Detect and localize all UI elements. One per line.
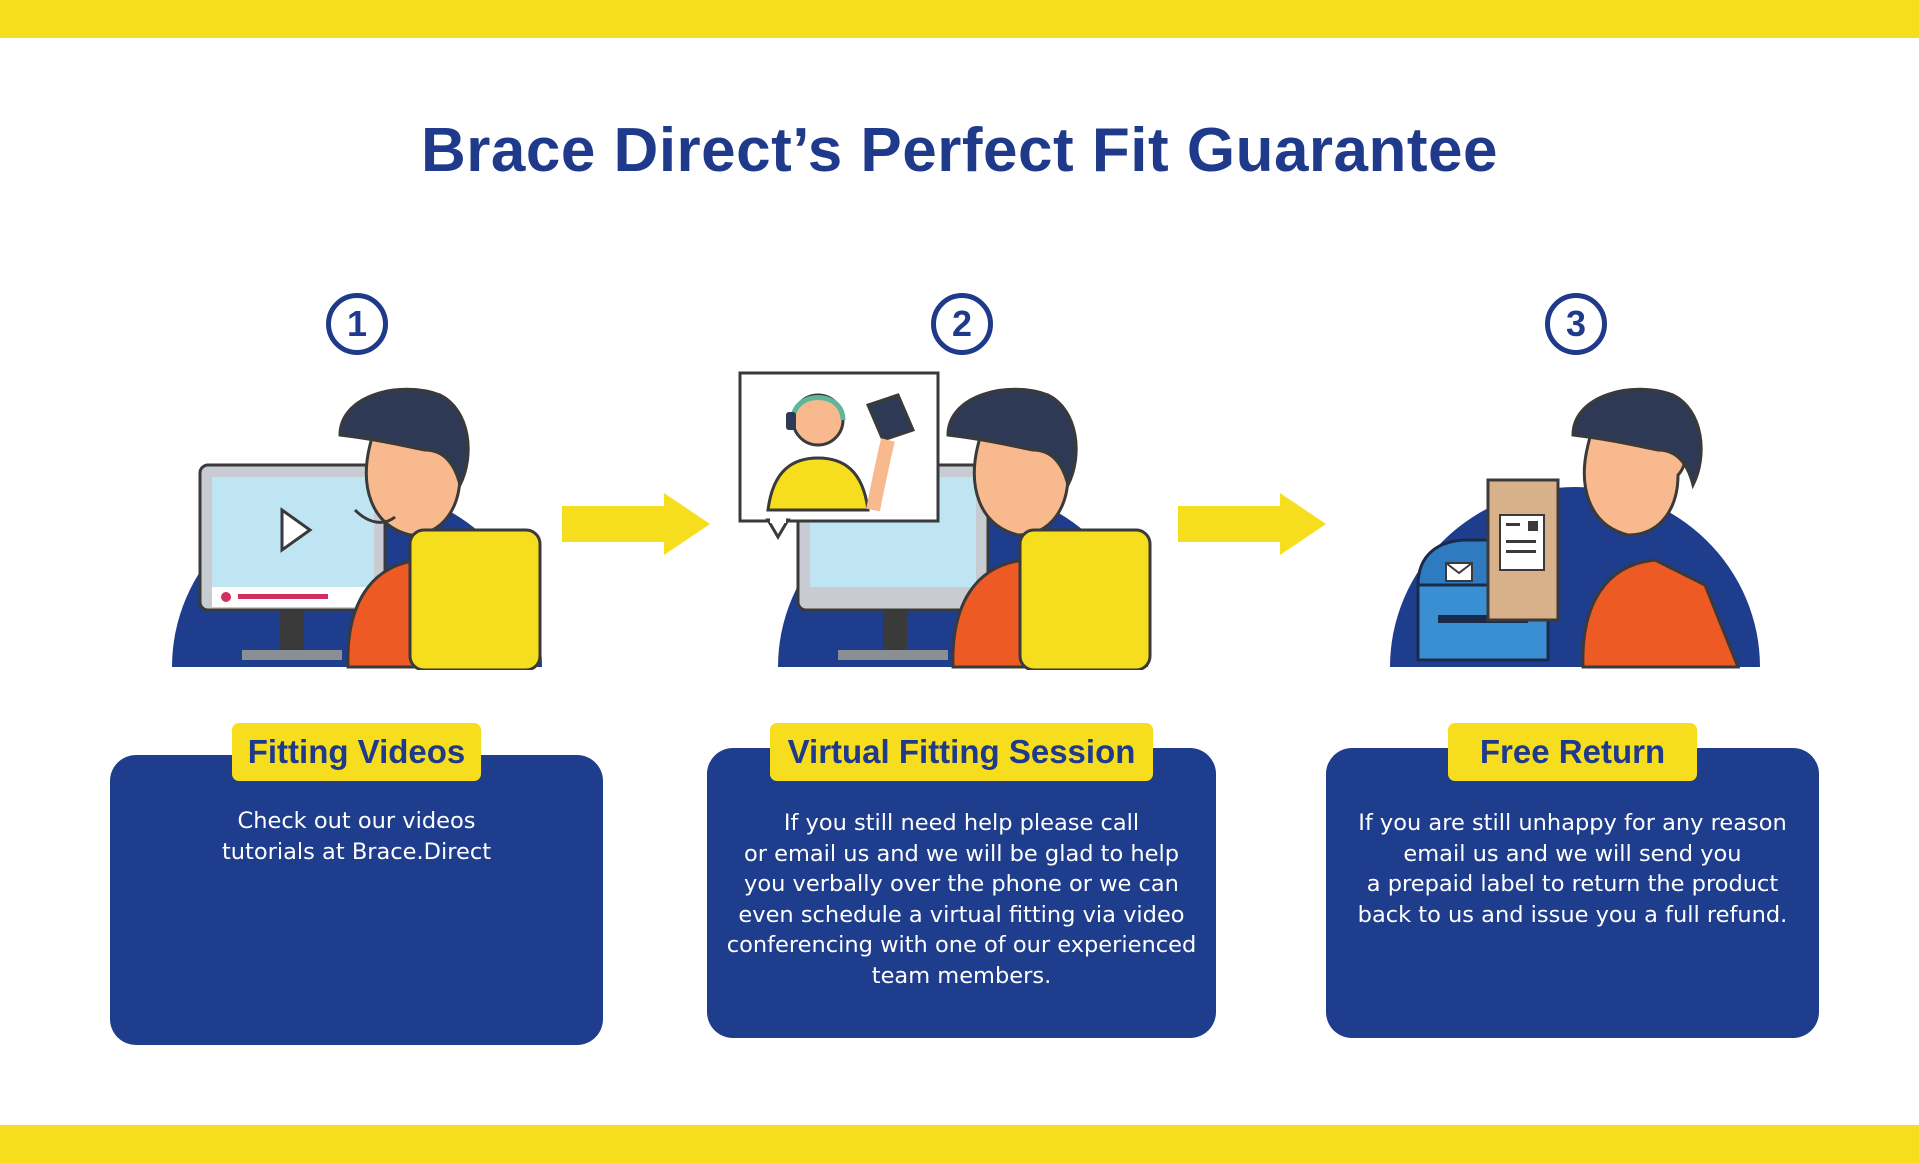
person-watching-video-illustration	[172, 387, 542, 670]
arrow-right-icon	[562, 493, 710, 555]
step-1-label: Fitting Videos	[232, 723, 481, 781]
step-2-number-badge: 2	[931, 293, 993, 355]
step-3-number-badge: 3	[1545, 293, 1607, 355]
step-2-card: If you still need help please call or em…	[707, 748, 1216, 1038]
page-title: Brace Direct’s Perfect Fit Guarantee	[420, 116, 1499, 185]
video-call-fitting-illustration	[738, 371, 1152, 670]
step-3-description: If you are still unhappy for any reason …	[1357, 810, 1788, 928]
step-1-number-badge: 1	[326, 293, 388, 355]
step-2-label: Virtual Fitting Session	[770, 723, 1153, 781]
return-package-mailbox-illustration	[1390, 387, 1760, 669]
arrow-right-icon	[1178, 493, 1326, 555]
step-1-card: Check out our videos tutorials at Brace.…	[110, 755, 603, 1045]
step-3-label: Free Return	[1448, 723, 1697, 781]
top-accent-bar	[0, 0, 1919, 38]
step-2-description: If you still need help please call or em…	[726, 810, 1197, 989]
step-1-description: Check out our videos tutorials at Brace.…	[221, 808, 492, 865]
step-3-card: If you are still unhappy for any reason …	[1326, 748, 1819, 1038]
bottom-accent-bar	[0, 1125, 1919, 1163]
